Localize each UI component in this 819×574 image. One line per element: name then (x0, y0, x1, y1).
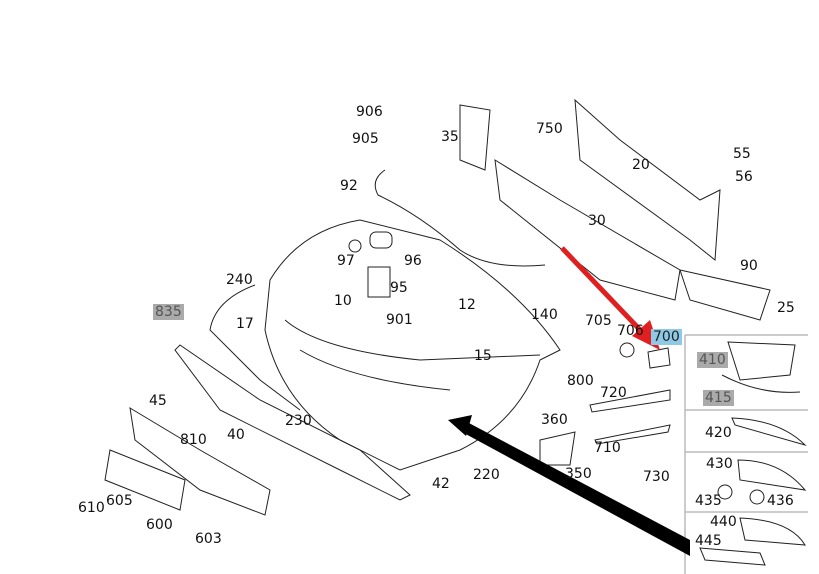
label-700: 700 (651, 329, 682, 345)
label-42: 42 (432, 476, 450, 492)
label-440: 440 (710, 514, 737, 530)
label-30: 30 (588, 213, 606, 229)
label-610: 610 (78, 500, 105, 516)
label-905: 905 (352, 131, 379, 147)
label-17: 17 (236, 316, 254, 332)
red-arrow (560, 246, 660, 350)
label-420: 420 (705, 425, 732, 441)
label-40: 40 (227, 427, 245, 443)
label-603: 603 (195, 531, 222, 547)
label-445: 445 (695, 533, 722, 549)
label-410: 410 (697, 352, 728, 368)
label-56: 56 (735, 169, 753, 185)
label-436: 436 (767, 493, 794, 509)
wire-harness (374, 169, 546, 267)
label-605: 605 (106, 493, 133, 509)
bracket-25 (679, 269, 771, 321)
label-430: 430 (706, 456, 733, 472)
label-95: 95 (390, 280, 408, 296)
label-45: 45 (149, 393, 167, 409)
label-140: 140 (531, 307, 558, 323)
bracket-35 (459, 104, 491, 171)
label-15: 15 (474, 348, 492, 364)
label-90: 90 (740, 258, 758, 274)
label-92: 92 (340, 178, 358, 194)
black-arrow (448, 415, 690, 556)
reinforcement-beam (494, 159, 681, 301)
label-720: 720 (600, 385, 627, 401)
bumper-cover (264, 219, 561, 471)
label-810: 810 (180, 432, 207, 448)
label-800: 800 (567, 373, 594, 389)
label-55: 55 (733, 146, 751, 162)
label-12: 12 (458, 297, 476, 313)
label-710: 710 (594, 440, 621, 456)
lower-spoiler (174, 344, 411, 501)
label-10: 10 (334, 293, 352, 309)
label-706: 706 (617, 323, 644, 339)
label-35: 35 (441, 129, 459, 145)
label-415: 415 (703, 390, 734, 406)
label-360: 360 (541, 412, 568, 428)
label-240: 240 (226, 272, 253, 288)
label-435: 435 (695, 493, 722, 509)
label-705: 705 (585, 313, 612, 329)
trim-240 (209, 284, 301, 411)
label-901: 901 (386, 312, 413, 328)
label-906: 906 (356, 104, 383, 120)
plate-600 (104, 449, 186, 511)
label-230: 230 (285, 413, 312, 429)
label-730: 730 (643, 469, 670, 485)
label-220: 220 (473, 467, 500, 483)
panel-dividers (684, 334, 808, 574)
carrier (574, 98, 721, 261)
label-750: 750 (536, 121, 563, 137)
label-96: 96 (404, 253, 422, 269)
grille-810 (129, 407, 271, 516)
label-835: 835 (153, 304, 184, 320)
label-97: 97 (337, 253, 355, 269)
module-95 (367, 266, 391, 298)
label-25: 25 (777, 300, 795, 316)
sensor-96 (369, 231, 393, 249)
label-600: 600 (146, 517, 173, 533)
label-20: 20 (632, 157, 650, 173)
label-350: 350 (565, 466, 592, 482)
